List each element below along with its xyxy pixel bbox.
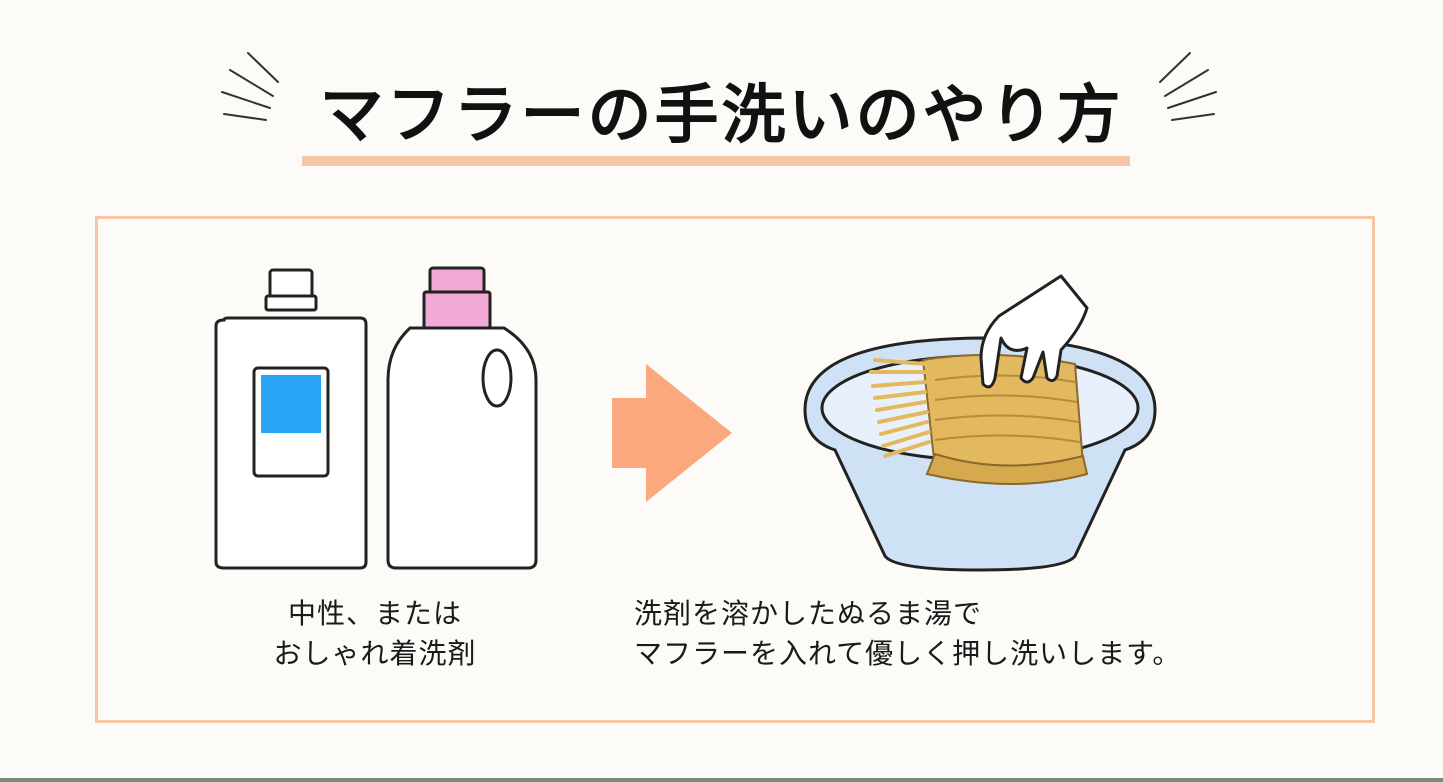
step1-caption-line: おしゃれ着洗剤 xyxy=(273,637,477,670)
step1-caption-line: 中性、または xyxy=(287,597,462,630)
bottom-divider xyxy=(0,778,1443,782)
step2-caption: 洗剤を溶かしたぬるま湯で マフラーを入れて優しく押し洗いします。 xyxy=(634,594,1334,674)
step2-caption-line: マフラーを入れて優しく押し洗いします。 xyxy=(634,637,1182,670)
step2-caption-line: 洗剤を溶かしたぬるま湯で xyxy=(634,597,983,630)
spark-lines-left-icon xyxy=(221,52,279,121)
spark-lines-right-icon xyxy=(1159,52,1217,121)
hand-washing-scarf-in-basin-icon xyxy=(803,274,1157,572)
step1-caption: 中性、または おしゃれ着洗剤 xyxy=(240,594,510,674)
right-arrow-icon xyxy=(612,364,732,502)
page-title: マフラーの手洗いのやり方 xyxy=(319,79,1124,153)
detergent-bottles-icon xyxy=(214,266,538,570)
title-wrapper: マフラーの手洗いのやり方 xyxy=(0,72,1443,160)
title-underline xyxy=(302,156,1130,166)
